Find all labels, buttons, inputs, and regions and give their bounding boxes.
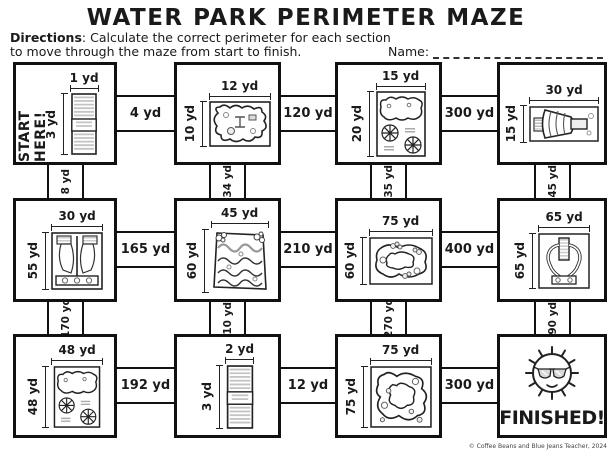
top-dimension: 75 yd [368, 215, 433, 236]
top-dimension: 48 yd [51, 344, 104, 365]
copyright-credit: © Coffee Beans and Blue Jeans Teacher, 2… [468, 443, 607, 450]
maze-cell-r1c2: 12 yd 10 yd [174, 62, 281, 165]
path-label-v2-c3: 270 yd [370, 298, 407, 338]
side-dimension: 3 yd [200, 364, 224, 429]
top-dimension: 15 yd [375, 69, 426, 91]
maze-cell-r2c4: 65 yd 65 yd [497, 198, 607, 302]
path-label-r1-c: 300 yd [440, 95, 499, 132]
name-field: Name: [388, 44, 604, 59]
tube-slide-icon [529, 106, 599, 142]
top-dimension: 45 yd [210, 207, 269, 228]
name-label: Name: [388, 44, 430, 59]
sun-with-sunglasses-icon [516, 344, 588, 406]
maze-cell-finish: FINISHED! [497, 334, 607, 438]
side-dimension: 55 yd [26, 231, 50, 290]
side-dimension: 75 yd [344, 365, 368, 428]
path-label-r3-b: 12 yd [279, 367, 337, 404]
directions-text: Directions: Calculate the correct perime… [10, 30, 391, 59]
pool-umbrellas-icon [375, 91, 426, 157]
lounge-chair-icon [226, 364, 254, 429]
path-label-r1-b: 120 yd [279, 95, 337, 132]
path-label-v2-c1: 170 yd [47, 298, 84, 338]
top-dimension: 30 yd [529, 84, 600, 105]
path-label-r3-c: 300 yd [440, 367, 499, 404]
path-label-v2-c4: 90 yd [534, 300, 571, 336]
maze-cell-start: START HERE! 1 yd 3 yd [13, 62, 117, 165]
top-dimension: 30 yd [51, 210, 104, 231]
splash-pool-icon [208, 101, 271, 147]
lazy-river-icon [369, 365, 432, 428]
path-label-v1-c4: 45 yd [534, 163, 571, 200]
side-dimension: 15 yd [504, 105, 528, 143]
page-title: WATER PARK PERIMETER MAZE [86, 5, 526, 31]
path-label-v1-c1: 8 yd [47, 163, 84, 200]
finished-label: FINISHED! [499, 406, 605, 429]
path-label-r2-c: 400 yd [440, 231, 499, 268]
top-dimension: 12 yd [208, 79, 271, 101]
side-dimension: 60 yd [185, 228, 209, 293]
maze-cell-r2c2: 45 yd 60 yd [174, 198, 281, 302]
side-dimension: 10 yd [183, 101, 207, 148]
top-dimension: 65 yd [538, 211, 591, 232]
maze-cell-r3c2: 2 yd 3 yd [174, 334, 281, 438]
top-dimension: 2 yd [225, 343, 255, 364]
slide-tower-icon [538, 232, 590, 289]
side-dimension: 60 yd [343, 236, 367, 285]
name-blank-line[interactable] [433, 46, 604, 59]
directions-label: Directions [10, 30, 82, 45]
maze-cell-r3c1: 48 yd 48 yd [13, 334, 117, 438]
side-dimension: 48 yd [26, 365, 50, 428]
maze-cell-r1c4: 30 yd 15 yd [497, 62, 607, 165]
maze-cell-r2c3: 75 yd 60 yd [335, 198, 442, 302]
maze-cell-r1c3: 15 yd 20 yd [335, 62, 442, 165]
side-dimension: 20 yd [350, 91, 374, 158]
side-dimension: 3 yd [44, 93, 68, 156]
path-label-v1-c2: 34 yd [209, 163, 246, 200]
side-dimension: 65 yd [513, 232, 537, 289]
top-dimension: 1 yd [69, 71, 99, 93]
double-slide-icon [51, 231, 103, 290]
wave-pool-icon [211, 229, 269, 293]
maze-cell-r2c1: 30 yd 55 yd [13, 198, 117, 302]
maze-cell-r3c3: 75 yd 75 yd [335, 334, 442, 438]
path-label-r3-a: 192 yd [115, 367, 176, 404]
lazy-river-icon [368, 236, 433, 285]
top-dimension: 75 yd [369, 344, 432, 365]
lounge-chair-icon [71, 93, 97, 155]
path-label-r2-a: 165 yd [115, 231, 176, 268]
path-label-v1-c3: 35 yd [370, 163, 407, 200]
path-label-v2-c2: 10 yd [209, 300, 246, 336]
pool-umbrellas-icon [51, 365, 103, 428]
path-label-r2-b: 210 yd [279, 231, 337, 268]
path-label-r1-a: 4 yd [115, 95, 176, 132]
